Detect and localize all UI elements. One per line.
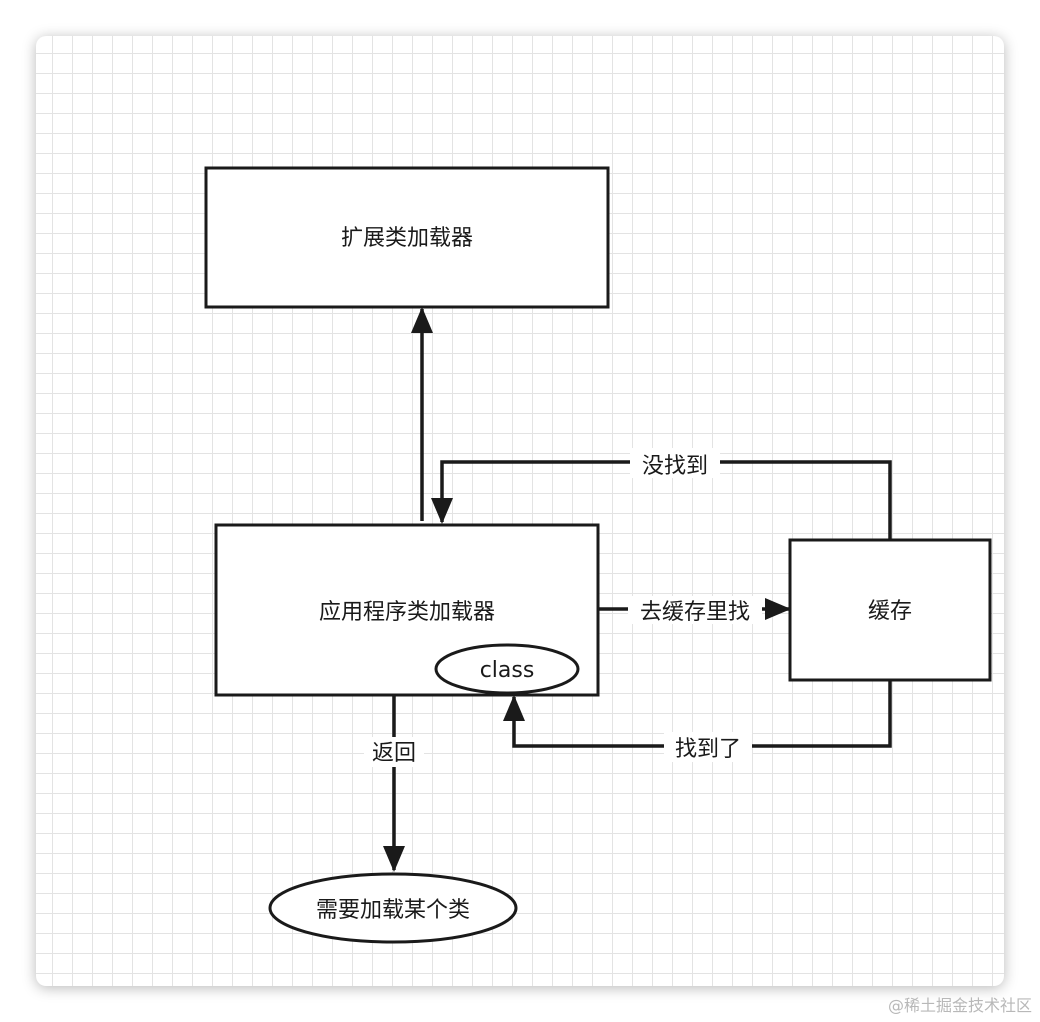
node-need-load: 需要加载某个类 (268, 872, 518, 944)
edge-search-cache-label: 去缓存里找 (640, 600, 750, 625)
edge-found-label: 找到了 (675, 737, 741, 762)
edge-return-label: 返回 (372, 741, 416, 766)
node-class-label: class (480, 658, 535, 683)
node-ext-loader-label: 扩展类加载器 (341, 226, 473, 251)
node-cache-label: 缓存 (868, 599, 912, 624)
node-app-loader-label: 应用程序类加载器 (319, 600, 495, 625)
edge-not-found-label: 没找到 (642, 454, 708, 479)
node-class: class (434, 643, 580, 695)
node-need-load-label: 需要加载某个类 (316, 898, 470, 923)
edge-return (383, 667, 436, 872)
node-ext-loader: 扩展类加载器 (204, 166, 610, 309)
watermark: @稀土掘金技术社区 (887, 996, 1032, 1015)
node-cache: 缓存 (788, 538, 992, 682)
node-app-loader: 应用程序类加载器 (214, 523, 600, 697)
